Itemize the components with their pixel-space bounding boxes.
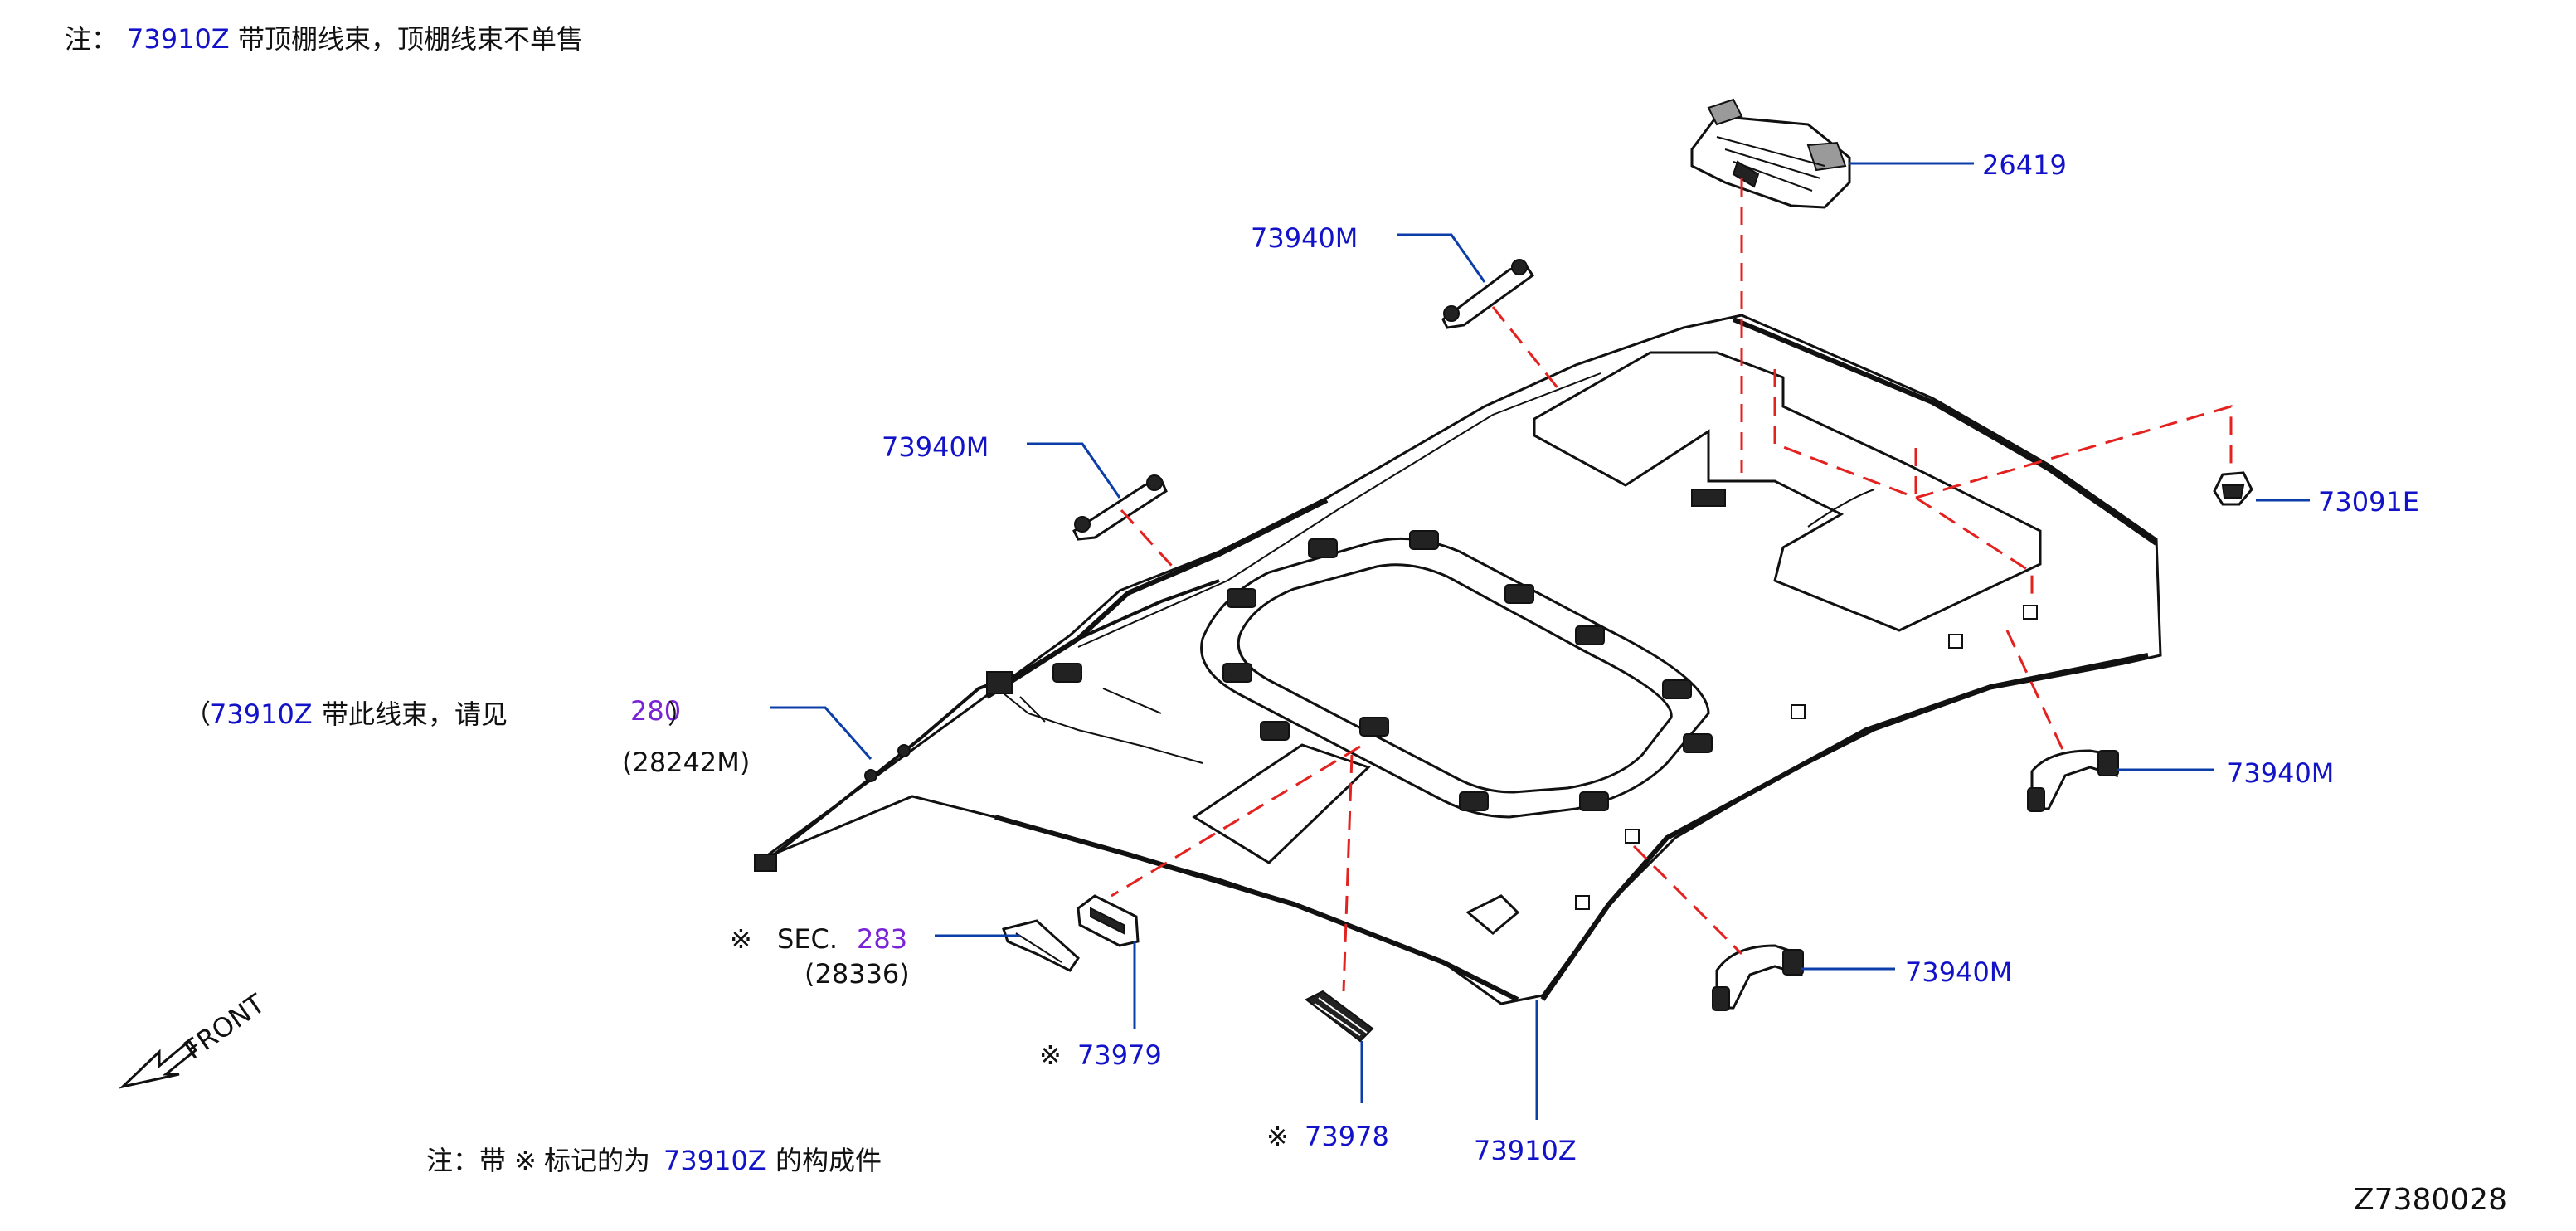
clip-icon [1359, 717, 1389, 737]
hole-icon [1948, 634, 1963, 649]
part-26419-lamp[interactable] [1690, 98, 1851, 209]
harness-note-open: （ [184, 698, 211, 730]
clip-icon [1222, 663, 1252, 683]
note-text: 带顶棚线束，顶棚线束不单售 [238, 23, 583, 55]
harness-note-close: ） [668, 698, 694, 730]
bottom-note-part-link[interactable]: 73910Z [663, 1145, 766, 1176]
harness-part-link[interactable]: 73910Z [210, 698, 313, 730]
clip-icon [1459, 791, 1489, 811]
part-73940M-grip-b[interactable] [1072, 474, 1168, 541]
opening-icon [1691, 489, 1726, 507]
hole-icon [1625, 829, 1640, 844]
note-part-link[interactable]: 73910Z [127, 23, 230, 55]
headliner-73910Z[interactable] [762, 314, 2162, 1005]
sec-subref: (28336) [804, 958, 910, 990]
bottom-note-middle: 标记的为 [544, 1145, 650, 1176]
clip-icon [1504, 584, 1534, 604]
lamp-bracket-icon [1465, 894, 1520, 935]
note-prefix: 注： [65, 23, 118, 55]
harness-ref-link[interactable]: 280 [630, 695, 681, 727]
clip-icon [1683, 733, 1713, 753]
leader-lines [770, 162, 2310, 1120]
part-73940M-grip-c[interactable] [2027, 749, 2119, 812]
hole-icon [1791, 704, 1806, 719]
phantom-lines [1111, 178, 2233, 992]
callout-73978[interactable]: 73978 [1305, 1121, 1389, 1152]
sec-mark: ※ [730, 923, 752, 955]
part-28336-connector[interactable] [1002, 919, 1080, 972]
bottom-note-mark: ※ [514, 1145, 537, 1176]
harness-note-text: 带此线束，请见 [322, 698, 508, 730]
callout-73940M-c[interactable]: 73940M [2227, 757, 2334, 789]
front-label: FRONT [178, 987, 271, 1065]
callout-73910Z[interactable]: 73910Z [1474, 1135, 1577, 1166]
front-arrow [119, 1039, 198, 1089]
clip-icon [1575, 625, 1605, 645]
harness-subref: (28242M) [622, 747, 750, 778]
connector-icon [986, 671, 1013, 694]
clip-icon [1409, 530, 1439, 550]
callout-73091E[interactable]: 73091E [2318, 486, 2419, 518]
sec-ref-link[interactable]: 283 [857, 923, 907, 955]
sec-label: SEC. [777, 923, 838, 955]
clip-icon [897, 744, 911, 757]
hole-icon [2023, 605, 2038, 620]
clip-icon [1260, 721, 1290, 741]
clip-icon [1662, 679, 1692, 699]
clip-icon [864, 769, 877, 782]
hole-icon [1575, 895, 1590, 910]
callout-73940M-a[interactable]: 73940M [1251, 222, 1358, 254]
callout-73979[interactable]: 73979 [1077, 1039, 1162, 1071]
part-73979-lamp[interactable] [1077, 894, 1140, 947]
clip-icon [1227, 588, 1256, 608]
bottom-note-prefix: 注：带 [426, 1145, 506, 1176]
harness-28242M[interactable] [754, 579, 1220, 872]
part-73940M-grip-d[interactable] [1712, 944, 1804, 1011]
mark-73979: ※ [1039, 1039, 1062, 1071]
mark-73978: ※ [1266, 1121, 1289, 1152]
callout-26419[interactable]: 26419 [1982, 149, 2067, 181]
bottom-note-suffix: 的构成件 [775, 1145, 882, 1176]
clip-icon [1308, 538, 1338, 558]
clip-icon [1579, 791, 1609, 811]
part-73091E-clip[interactable] [2213, 471, 2253, 506]
callout-73940M-d[interactable]: 73940M [1905, 956, 2012, 988]
callout-73940M-b[interactable]: 73940M [882, 431, 989, 463]
part-73940M-grip-a[interactable] [1441, 259, 1535, 329]
part-73978-lens[interactable] [1305, 990, 1374, 1043]
diagram-id: Z7380028 [2354, 1183, 2507, 1217]
connector-icon [754, 854, 777, 872]
clip-icon [1052, 663, 1082, 683]
